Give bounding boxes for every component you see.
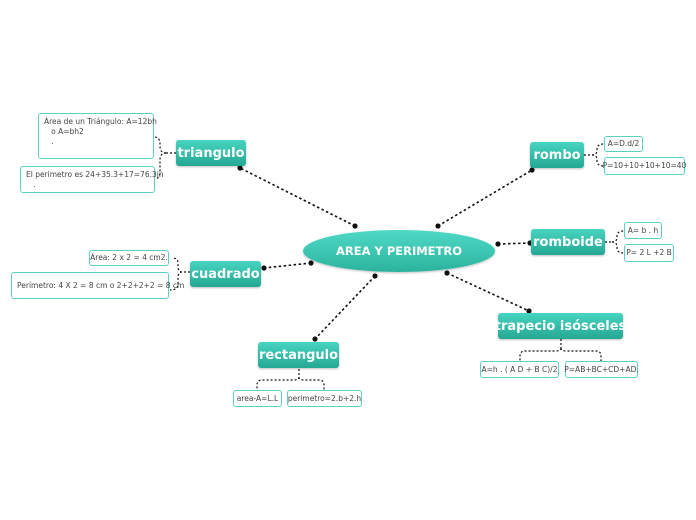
link-trapecio (446, 272, 530, 312)
leaf-rombo-area[interactable]: A=D.d/2 (604, 136, 643, 152)
dot-triangulo (237, 165, 243, 171)
topic-rombo[interactable]: rombo (530, 142, 584, 168)
leaf-cuadrado-perimetro[interactable]: Perímetro: 4 X 2 = 8 cm o 2+2+2+2 = 8 cm (11, 272, 184, 299)
dot-cuadrado (261, 265, 267, 271)
leaf-romboide-area[interactable]: A= b . h (624, 222, 662, 239)
link-cuadrado (263, 262, 312, 269)
leaf-rombo-perimetro[interactable]: P=10+10+10+10=40 (603, 157, 686, 175)
link-romboide (497, 242, 531, 245)
topic-cuadrado[interactable]: cuadrado (190, 261, 261, 287)
link-rombo (437, 169, 533, 227)
link-triangulo (239, 167, 356, 227)
dot-center-triangulo (352, 223, 358, 229)
dot-center-romboide (495, 241, 501, 247)
leaf-rectangulo-perimetro[interactable]: perimetro=2.b+2.h (287, 390, 362, 407)
dot-center-rectangulo (372, 273, 378, 279)
central-topic[interactable]: AREA Y PERIMETRO (303, 230, 495, 272)
leaf-trapecio-perimetro[interactable]: P=AB+BC+CD+AD. (564, 361, 639, 378)
link-rectangulo (314, 275, 376, 340)
leaf-trapecio-area[interactable]: A=h . ( A D + B C)/2 (480, 361, 559, 378)
dot-rombo (529, 167, 535, 173)
dot-trapecio (526, 308, 532, 314)
leaf-cuadrado-area[interactable]: Área: 2 x 2 = 4 cm2. (89, 250, 169, 266)
topic-romboide[interactable]: romboide (531, 229, 605, 255)
topic-rectangulo[interactable]: rectangulo (258, 342, 339, 368)
dot-rectangulo (312, 336, 318, 342)
dot-center-rombo (435, 223, 441, 229)
leaf-triangulo-area[interactable]: Área de un Triángulo: A=12bh o A=bh2 . (38, 113, 157, 159)
topic-triangulo[interactable]: triangulo (176, 140, 246, 166)
leaf-triangulo-perimetro[interactable]: El perimetro es 24+35.3+17=76.3in . (20, 166, 164, 193)
leaf-romboide-perimetro[interactable]: P= 2 L +2 B (624, 244, 674, 262)
dot-center-cuadrado (308, 260, 314, 266)
topic-trapecio[interactable]: trapecio isósceles (495, 313, 626, 339)
dot-center-trapecio (444, 270, 450, 276)
leaf-rectangulo-area[interactable]: area-A=L.L (233, 390, 282, 407)
